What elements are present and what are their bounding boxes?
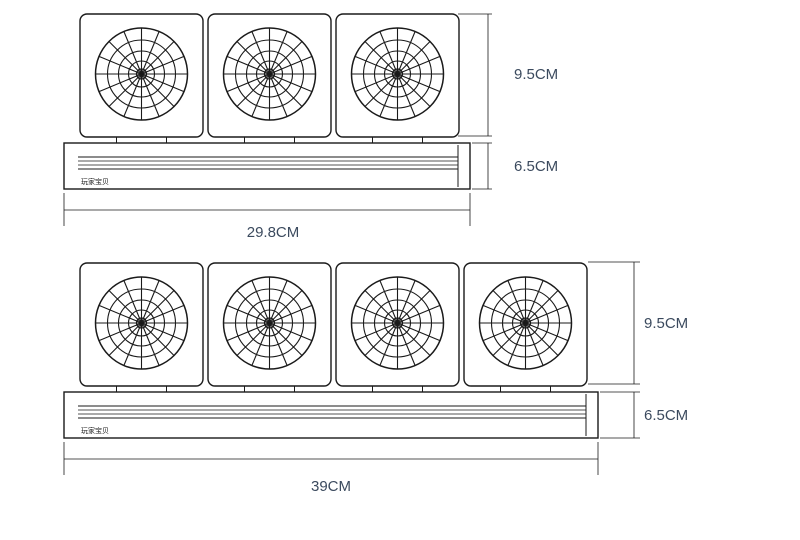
unit-three-fans: 玩家宝贝 9.5CM 6.5CM 29.8CM [63,13,558,241]
fan-stand [244,136,295,144]
fan-height-label: 9.5CM [644,315,688,332]
base-height-dimension: 6.5CM [600,391,688,439]
width-label: 29.8CM [247,224,300,241]
fan-grill [350,276,445,370]
fan-hub [391,68,404,80]
width-dimension: 29.8CM [63,193,471,241]
base-bar: 玩家宝贝 [63,391,599,439]
base-height-label: 6.5CM [644,407,688,424]
fan-stand [116,136,167,144]
fan-grill [222,276,317,370]
fan-hub [263,68,276,80]
base-height-dimension: 6.5CM [472,142,558,190]
fan-hub [391,317,404,329]
brand-label: 玩家宝贝 [81,177,109,186]
base-bar: 玩家宝贝 [63,142,471,190]
fan-hub [519,317,532,329]
fan-unit [335,13,460,144]
fan-height-dimension: 9.5CM [588,261,688,385]
width-dimension: 39CM [63,442,599,495]
fan-unit [207,262,332,393]
fan-grill [350,27,445,121]
fan-unit [79,262,204,393]
fan-stand [244,385,295,393]
fan-stand [116,385,167,393]
unit-four-fans: 玩家宝贝 9.5CM 6.5CM 39CM [63,261,688,495]
fan-grill [94,276,189,370]
fan-unit [207,13,332,144]
fan-stand [372,385,423,393]
fan-unit [79,13,204,144]
fan-hub [263,317,276,329]
fan-grill [222,27,317,121]
fan-hub [135,317,148,329]
base-height-label: 6.5CM [514,158,558,175]
fan-row [79,262,588,393]
fan-row [79,13,460,144]
fan-grill [478,276,573,370]
fan-grill [94,27,189,121]
fan-height-dimension: 9.5CM [458,13,558,137]
width-label: 39CM [311,478,351,495]
fan-unit [463,262,588,393]
fan-hub [135,68,148,80]
fan-unit [335,262,460,393]
brand-label: 玩家宝贝 [81,426,109,435]
fan-height-label: 9.5CM [514,66,558,83]
fan-stand [372,136,423,144]
fan-stand [500,385,551,393]
